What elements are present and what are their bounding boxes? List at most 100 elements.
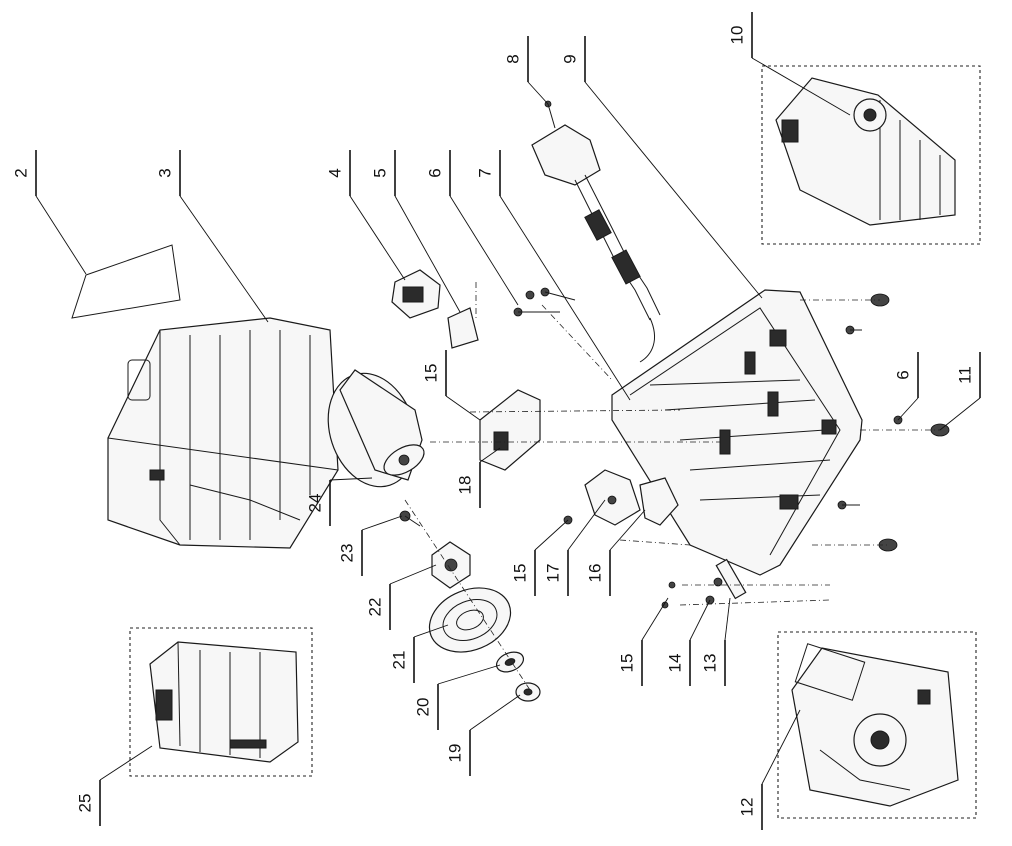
leader-line	[437, 664, 501, 685]
callout-20: 20	[413, 664, 501, 730]
leader-line	[499, 195, 631, 401]
part-6-screws-upper	[513, 287, 576, 317]
callout-22: 22	[365, 564, 437, 630]
callout-6: 6	[425, 150, 519, 306]
callout-16: 16	[585, 509, 646, 596]
leader-line	[751, 57, 851, 116]
callout-number: 9	[560, 54, 579, 63]
callout-17: 17	[543, 499, 606, 596]
callout-10: 10	[727, 12, 851, 116]
leader-line	[689, 599, 711, 641]
leader-line	[349, 195, 406, 281]
leader-line	[469, 694, 521, 731]
callout-number: 3	[155, 168, 174, 177]
leader-line	[389, 564, 437, 585]
part-16-17-clamp	[563, 469, 679, 526]
leader-line	[394, 195, 461, 313]
part-23-screw	[399, 510, 421, 527]
part-9-base-plate	[611, 289, 863, 576]
part-5-plate	[447, 307, 479, 349]
callout-14: 14	[665, 599, 711, 686]
part-22-impeller	[431, 541, 471, 589]
part-10-detail-view	[761, 65, 981, 245]
callout-number: 15	[421, 364, 440, 383]
callout-18: 18	[455, 447, 501, 508]
leader-line	[534, 519, 569, 551]
callout-number: 22	[365, 598, 384, 617]
leader-line	[567, 499, 606, 551]
part-2-label-plate	[71, 244, 181, 319]
leader-line	[761, 709, 801, 785]
leader-line	[724, 597, 731, 641]
callout-number: 6	[425, 168, 444, 177]
callout-number: 16	[585, 564, 604, 583]
callout-number: 20	[413, 698, 432, 717]
callout-15a: 15	[617, 597, 669, 686]
callout-21: 21	[389, 624, 449, 683]
callout-number: 15	[617, 654, 636, 673]
callout-23: 23	[337, 515, 403, 576]
assembly-axis-lines	[404, 282, 940, 691]
leader-line	[897, 397, 919, 421]
callout-4: 4	[325, 150, 406, 281]
callout-number: 13	[700, 654, 719, 673]
callout-number: 21	[389, 651, 408, 670]
leader-line	[609, 509, 646, 551]
part-8-shaft-assembly	[531, 100, 661, 363]
callout-5: 5	[370, 150, 461, 313]
callout-9: 9	[560, 36, 763, 299]
callout-number: 11	[955, 366, 974, 384]
part-21-fan-cover	[428, 587, 512, 653]
callout-number: 2	[11, 168, 30, 177]
callout-25: 25	[75, 745, 153, 826]
callout-24: 24	[305, 477, 373, 526]
callout-number: 12	[737, 798, 756, 817]
callout-12: 12	[737, 709, 801, 830]
callout-19: 19	[445, 694, 521, 776]
callout-3: 3	[155, 150, 269, 323]
part-18-bracket	[479, 389, 541, 471]
leader-line	[584, 81, 763, 299]
callout-13: 13	[700, 597, 731, 686]
callout-number: 4	[325, 168, 344, 177]
callout-number: 25	[75, 794, 94, 813]
callout-number: 24	[305, 494, 324, 513]
part-25-detail-view	[129, 627, 313, 777]
leader-line	[479, 447, 501, 463]
callout-15b: 15	[421, 350, 481, 421]
callout-number: 14	[665, 654, 684, 673]
leader-line	[939, 397, 981, 431]
part-24-motor	[327, 369, 425, 488]
part-3-housing-cover	[107, 317, 339, 549]
callout-15c: 15	[510, 519, 569, 596]
callout-11: 11	[939, 352, 981, 431]
callout-number: 7	[475, 168, 494, 177]
leader-line	[361, 515, 403, 531]
callout-number: 19	[445, 744, 464, 763]
part-12-detail-view	[777, 631, 977, 819]
callout-number: 23	[337, 544, 356, 563]
callout-number: 8	[503, 54, 522, 63]
leader-line	[641, 597, 669, 641]
leader-line	[35, 195, 87, 275]
part-13-14-15-fasteners	[661, 558, 747, 609]
part-20-washer	[495, 651, 525, 673]
callout-number: 18	[455, 476, 474, 495]
part-4-switch	[391, 269, 441, 319]
leader-line	[527, 81, 549, 105]
callout-7: 7	[475, 150, 631, 401]
leader-line	[329, 477, 373, 481]
callout-number: 17	[543, 564, 562, 583]
callout-number: 6	[893, 370, 912, 379]
part-19-nut	[515, 682, 541, 702]
callout-2: 2	[11, 150, 87, 275]
callout-8: 8	[503, 36, 549, 105]
callout-6b: 6	[893, 352, 919, 421]
leader-line	[179, 195, 269, 323]
leader-line	[99, 745, 153, 781]
callout-number: 10	[727, 26, 746, 45]
callout-number: 15	[510, 564, 529, 583]
callout-number: 5	[370, 168, 389, 177]
